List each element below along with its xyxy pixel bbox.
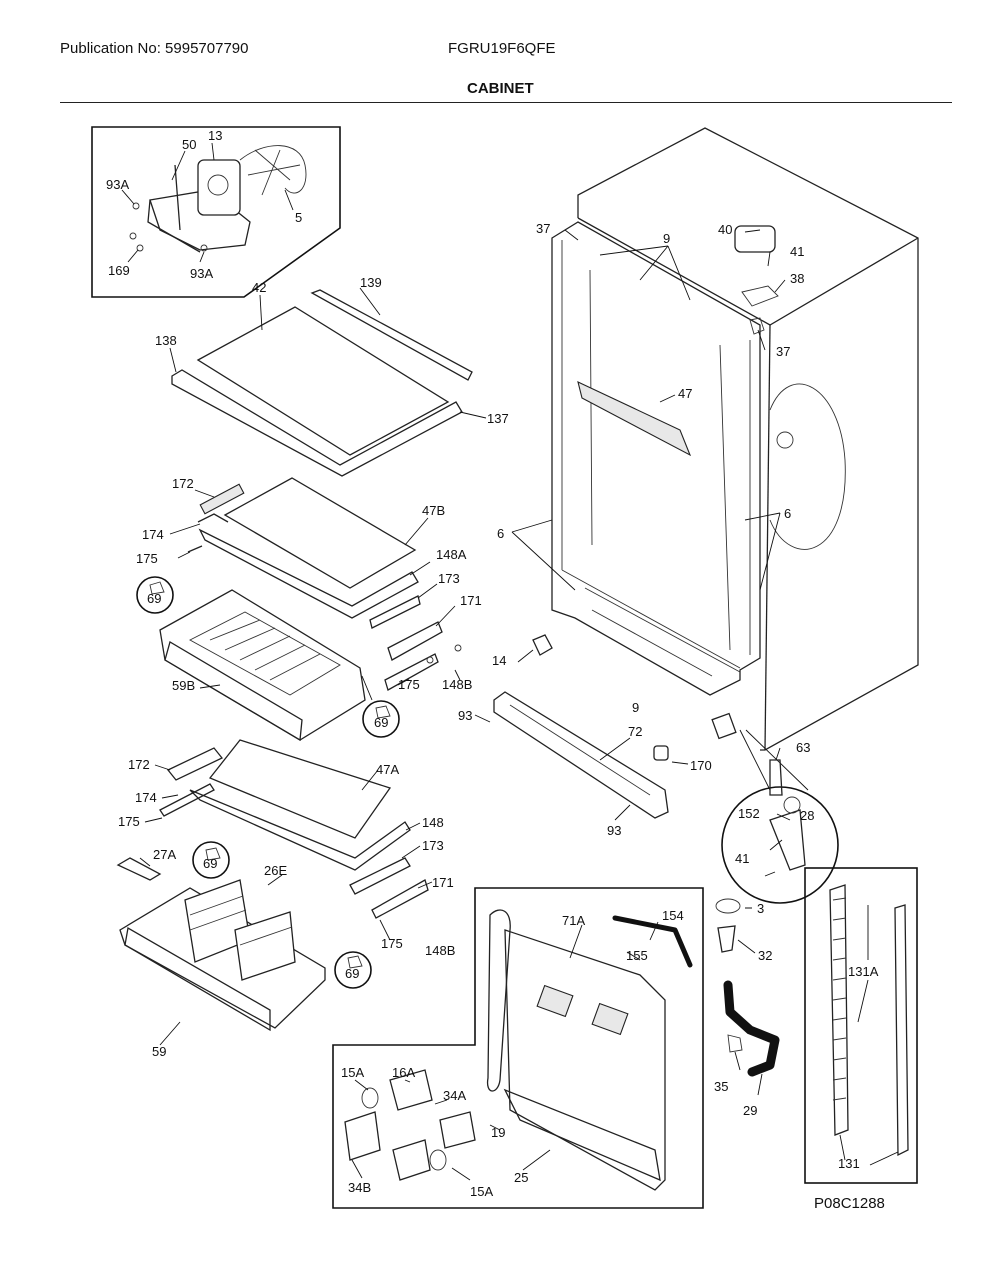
top-glass-shelf: [169, 287, 487, 477]
drain-tube-parts: [715, 898, 780, 1096]
label-3: 3: [757, 901, 764, 916]
label-41: 41: [735, 851, 749, 866]
crisper-drawer-lower: [116, 857, 326, 1046]
label-6: 6: [497, 526, 504, 541]
label-6: 6: [784, 506, 791, 521]
label-148: 148: [422, 815, 444, 830]
crisper-cover-upper: [169, 477, 462, 691]
publication-number: Publication No: 5995707790: [60, 40, 249, 57]
label-175: 175: [136, 551, 158, 566]
header-divider: [60, 102, 952, 103]
label-93A: 93A: [106, 177, 129, 192]
page-title: CABINET: [467, 80, 534, 97]
label-155: 155: [626, 948, 648, 963]
fan-motor-inset: [91, 126, 341, 298]
label-26E: 26E: [264, 863, 287, 878]
crisper-cover-lower: [144, 739, 433, 941]
label-9: 9: [663, 231, 670, 246]
label-69: 69: [203, 856, 217, 871]
label-175: 175: [398, 677, 420, 692]
label-34A: 34A: [443, 1088, 466, 1103]
label-172: 172: [128, 757, 150, 772]
label-69: 69: [345, 966, 359, 981]
label-69: 69: [374, 715, 388, 730]
label-131: 131: [838, 1156, 860, 1171]
dairy-door-inset: [332, 887, 704, 1209]
callout-labels: 50 13 93A 5 169 93A 42 139 138 137 37 9 …: [106, 128, 885, 1212]
label-15A: 15A: [341, 1065, 364, 1080]
label-50: 50: [182, 137, 196, 152]
part-69-callouts: [136, 576, 400, 989]
label-59B: 59B: [172, 678, 195, 693]
label-131A: 131A: [848, 964, 879, 979]
label-137: 137: [487, 411, 509, 426]
label-15A: 15A: [470, 1184, 493, 1199]
label-29: 29: [743, 1103, 757, 1118]
label-38: 38: [790, 271, 804, 286]
label-154: 154: [662, 908, 684, 923]
label-9: 9: [632, 700, 639, 715]
crisper-drawer-upper: [159, 589, 373, 742]
label-175: 175: [381, 936, 403, 951]
label-5: 5: [295, 210, 302, 225]
label-174: 174: [135, 790, 157, 805]
label-40: 40: [718, 222, 732, 237]
label-47: 47: [678, 386, 692, 401]
label-28: 28: [800, 808, 814, 823]
label-69: 69: [147, 591, 161, 606]
label-34B: 34B: [348, 1180, 371, 1195]
shelf-rail-inset: [804, 867, 918, 1184]
label-13: 13: [208, 128, 222, 143]
label-47A: 47A: [376, 762, 399, 777]
label-27A: 27A: [153, 847, 176, 862]
label-35: 35: [714, 1079, 728, 1094]
label-148B: 148B: [425, 943, 455, 958]
kickplate-grille: [474, 691, 689, 821]
label-171: 171: [460, 593, 482, 608]
drawing-id: P08C1288: [814, 1195, 885, 1212]
label-172: 172: [172, 476, 194, 491]
label-152: 152: [738, 806, 760, 821]
hinge-inset: [711, 712, 839, 904]
label-170: 170: [690, 758, 712, 773]
label-93: 93: [607, 823, 621, 838]
label-139: 139: [360, 275, 382, 290]
label-41: 41: [790, 244, 804, 259]
label-14: 14: [492, 653, 506, 668]
label-173: 173: [438, 571, 460, 586]
label-42: 42: [252, 280, 266, 295]
label-37: 37: [536, 221, 550, 236]
label-25: 25: [514, 1170, 528, 1185]
label-174: 174: [142, 527, 164, 542]
label-93A: 93A: [190, 266, 213, 281]
label-171: 171: [432, 875, 454, 890]
label-148B: 148B: [442, 677, 472, 692]
label-47B: 47B: [422, 503, 445, 518]
model-number: FGRU19F6QFE: [448, 40, 556, 57]
label-19: 19: [491, 1125, 505, 1140]
cabinet-body: [511, 127, 919, 751]
label-169: 169: [108, 263, 130, 278]
label-71A: 71A: [562, 913, 585, 928]
label-37: 37: [776, 344, 790, 359]
label-59: 59: [152, 1044, 166, 1059]
label-173: 173: [422, 838, 444, 853]
label-16A: 16A: [392, 1065, 415, 1080]
label-72: 72: [628, 724, 642, 739]
label-63: 63: [796, 740, 810, 755]
label-138: 138: [155, 333, 177, 348]
label-175: 175: [118, 814, 140, 829]
label-148A: 148A: [436, 547, 467, 562]
label-32: 32: [758, 948, 772, 963]
label-93: 93: [458, 708, 472, 723]
